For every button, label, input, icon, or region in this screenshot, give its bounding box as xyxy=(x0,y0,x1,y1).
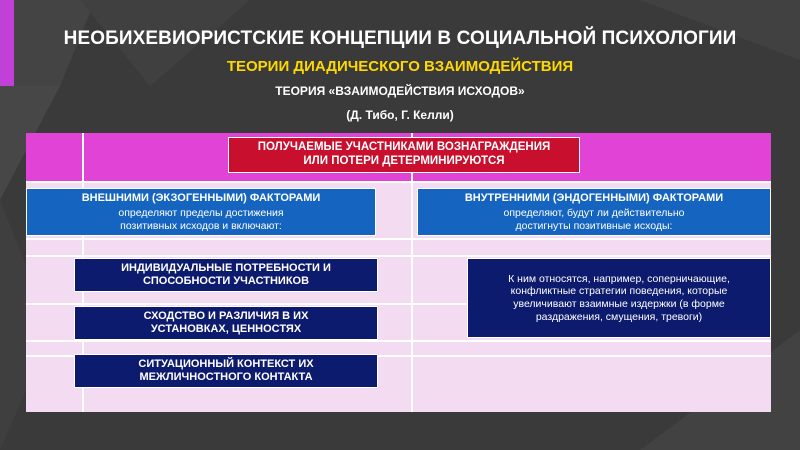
internal-factors-box: ВНУТРЕННИМИ (ЭНДОГЕННЫМИ) ФАКТОРАМИ опре… xyxy=(417,188,771,236)
grid-line xyxy=(26,255,771,257)
grid-line xyxy=(411,133,413,412)
internal-factors-line1: определяют, будут ли действительно xyxy=(503,207,685,219)
theory-authors: (Д. Тибо, Г. Келли) xyxy=(346,108,454,122)
slide-title: НЕОБИХЕВИОРИСТСКИЕ КОНЦЕПЦИИ В СОЦИАЛЬНО… xyxy=(63,28,737,49)
internal-detail-line4: раздражения, смущения, тревоги) xyxy=(535,310,703,323)
factor-line1: СХОДСТВО И РАЗЛИЧИЯ В ИХ xyxy=(143,309,309,322)
grid-line xyxy=(26,340,771,342)
external-factors-line1: определяют пределы достижения xyxy=(118,207,284,219)
grid-line xyxy=(26,303,771,305)
factor-line1: ИНДИВИДУАЛЬНЫЕ ПОТРЕБНОСТИ И xyxy=(121,261,331,274)
external-factors-box: ВНЕШНИМИ (ЭКЗОГЕННЫМИ) ФАКТОРАМИ определ… xyxy=(26,188,376,236)
theory-name: ТЕОРИЯ «ВЗАИМОДЕЙСТВИЯ ИСХОДОВ» xyxy=(275,84,525,98)
factor-line2: МЕЖЛИЧНОСТНОГО КОНТАКТА xyxy=(139,371,313,383)
external-factors-heading: ВНЕШНИМИ (ЭКЗОГЕННЫМИ) ФАКТОРАМИ xyxy=(81,191,321,204)
factor-line1: СИТУАЦИОННЫЙ КОНТЕКСТ ИХ xyxy=(138,357,314,370)
internal-factors-line2: достигнуты позитивные исходы: xyxy=(515,219,673,232)
factor-line2: СПОСОБНОСТИ УЧАСТНИКОВ xyxy=(142,275,310,287)
main-outcome-box: ПОЛУЧАЕМЫЕ УЧАСТНИКАМИ ВОЗНАГРАЖДЕНИЯ ИЛ… xyxy=(228,137,580,173)
factor-line2: УСТАНОВКАХ, ЦЕННОСТЯХ xyxy=(150,323,302,335)
factor-box-needs: ИНДИВИДУАЛЬНЫЕ ПОТРЕБНОСТИ И СПОСОБНОСТИ… xyxy=(74,258,378,292)
internal-detail-line1: К ним относятся, например, соперничающие… xyxy=(508,272,730,285)
grid-line xyxy=(26,181,771,183)
factor-box-similarities: СХОДСТВО И РАЗЛИЧИЯ В ИХ УСТАНОВКАХ, ЦЕН… xyxy=(74,306,378,340)
internal-detail-box: К ним относятся, например, соперничающие… xyxy=(467,258,771,338)
factor-box-context: СИТУАЦИОННЫЙ КОНТЕКСТ ИХ МЕЖЛИЧНОСТНОГО … xyxy=(74,354,378,388)
external-factors-line2: позитивных исходов и включают: xyxy=(120,219,282,232)
internal-detail-line2: конфликтные стратегии поведения, которые xyxy=(510,285,728,298)
accent-bar xyxy=(0,0,14,86)
grid-line xyxy=(26,238,771,240)
slide-subtitle: ТЕОРИИ ДИАДИЧЕСКОГО ВЗАИМОДЕЙСТВИЯ xyxy=(226,58,574,75)
internal-detail-line3: увеличивают взаимные издержки (в форме xyxy=(513,298,725,310)
grid-line xyxy=(26,355,771,357)
main-outcome-line1: ПОЛУЧАЕМЫЕ УЧАСТНИКАМИ ВОЗНАГРАЖДЕНИЯ xyxy=(257,141,551,154)
internal-factors-heading: ВНУТРЕННИМИ (ЭНДОГЕННЫМИ) ФАКТОРАМИ xyxy=(464,191,724,204)
main-outcome-line2: ИЛИ ПОТЕРИ ДЕТЕРМИНИРУЮТСЯ xyxy=(303,155,505,167)
